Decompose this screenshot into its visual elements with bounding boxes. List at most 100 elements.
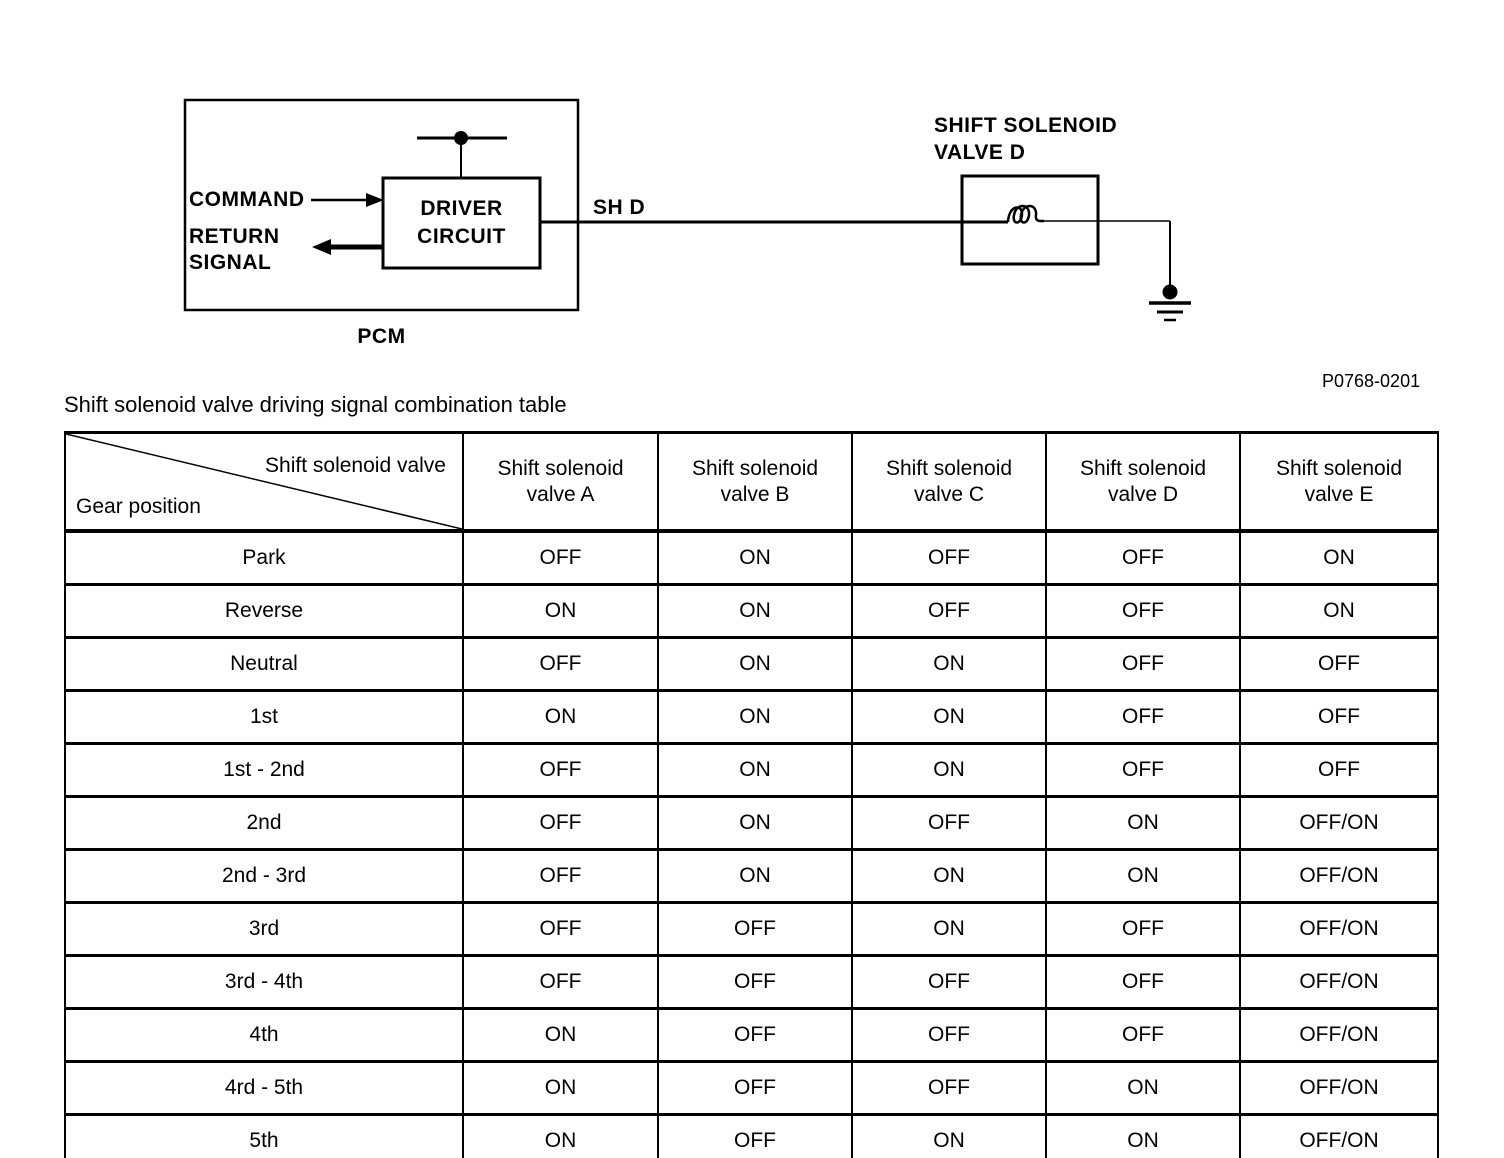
- value-cell: OFF: [1045, 954, 1241, 1010]
- value-cell: ON: [657, 529, 853, 586]
- value-cell: OFF: [851, 583, 1047, 639]
- value-cell: ON: [1239, 583, 1439, 639]
- value-cell: OFF: [1045, 689, 1241, 745]
- value-cell: OFF: [462, 636, 659, 692]
- gear-cell: 2nd: [64, 795, 464, 851]
- value-cell: OFF/ON: [1239, 901, 1439, 957]
- value-cell: ON: [851, 689, 1047, 745]
- value-cell: OFF: [657, 901, 853, 957]
- column-header-line2: valve C: [913, 482, 985, 506]
- gear-cell: 1st: [64, 689, 464, 745]
- gear-cell: Reverse: [64, 583, 464, 639]
- value-cell: OFF: [462, 529, 659, 586]
- combination-table: Shift solenoid valve Gear position Shift…: [64, 431, 1439, 1158]
- inductor-coil-icon: [1006, 204, 1045, 224]
- column-header-line1: Shift solenoid: [885, 456, 1013, 480]
- value-cell: OFF/ON: [1239, 1113, 1439, 1158]
- circuit-svg: [183, 98, 1191, 322]
- value-cell: OFF/ON: [1239, 1060, 1439, 1116]
- value-cell: OFF: [462, 901, 659, 957]
- gear-cell: 3rd - 4th: [64, 954, 464, 1010]
- value-cell: ON: [1045, 1060, 1241, 1116]
- value-cell: OFF: [1239, 742, 1439, 798]
- solenoid-valve-label: SHIFT SOLENOID VALVE D: [934, 112, 1117, 166]
- value-cell: ON: [462, 583, 659, 639]
- gear-cell: 2nd - 3rd: [64, 848, 464, 904]
- column-header-line1: Shift solenoid: [1275, 456, 1403, 480]
- solenoid-box: [960, 174, 1100, 266]
- value-cell: ON: [1045, 795, 1241, 851]
- value-cell: OFF: [657, 1113, 853, 1158]
- return-signal-line1: RETURN: [189, 225, 280, 248]
- column-header-line1: Shift solenoid: [691, 456, 819, 480]
- value-cell: OFF: [1239, 689, 1439, 745]
- gear-cell: 1st - 2nd: [64, 742, 464, 798]
- driver-circuit-line1: DRIVER: [420, 197, 503, 220]
- column-header-line2: valve A: [526, 482, 595, 506]
- gear-cell: 5th: [64, 1113, 464, 1158]
- return-arrowhead-icon: [312, 239, 331, 255]
- value-cell: OFF: [657, 1060, 853, 1116]
- value-cell: OFF: [462, 848, 659, 904]
- value-cell: ON: [657, 636, 853, 692]
- value-cell: ON: [657, 742, 853, 798]
- pcm-label: PCM: [357, 325, 406, 348]
- value-cell: ON: [851, 848, 1047, 904]
- corner-label-bottom-left: Gear position: [76, 495, 201, 518]
- diagonal-line: [68, 435, 457, 528]
- value-cell: ON: [851, 636, 1047, 692]
- value-cell: OFF: [1045, 529, 1241, 586]
- header-row: Shift solenoid valve Gear position Shift…: [64, 431, 1439, 533]
- value-cell: OFF: [1045, 636, 1241, 692]
- value-cell: ON: [462, 1060, 659, 1116]
- return-signal-label: RETURN SIGNAL: [189, 224, 280, 276]
- value-cell: OFF: [851, 954, 1047, 1010]
- value-cell: OFF: [1045, 901, 1241, 957]
- value-cell: ON: [1239, 529, 1439, 586]
- value-cell: ON: [657, 795, 853, 851]
- column-header-line2: valve E: [1304, 482, 1374, 506]
- gear-cell: Neutral: [64, 636, 464, 692]
- value-cell: OFF/ON: [1239, 954, 1439, 1010]
- column-header-line1: Shift solenoid: [1079, 456, 1207, 480]
- value-cell: ON: [462, 1007, 659, 1063]
- value-cell: ON: [657, 848, 853, 904]
- value-cell: ON: [657, 583, 853, 639]
- driver-circuit-line2: CIRCUIT: [417, 225, 506, 248]
- value-cell: OFF: [851, 795, 1047, 851]
- value-cell: ON: [851, 742, 1047, 798]
- shd-wire-label: SH D: [593, 196, 646, 219]
- value-cell: ON: [462, 689, 659, 745]
- table-corner-cell: Shift solenoid valve Gear position: [64, 431, 464, 533]
- value-cell: OFF: [851, 1060, 1047, 1116]
- return-signal-line2: SIGNAL: [189, 251, 272, 274]
- value-cell: ON: [851, 901, 1047, 957]
- value-cell: ON: [1045, 1113, 1241, 1158]
- gear-cell: 4rd - 5th: [64, 1060, 464, 1116]
- value-cell: ON: [851, 1113, 1047, 1158]
- command-arrowhead-icon: [366, 193, 384, 207]
- value-cell: OFF/ON: [1239, 848, 1439, 904]
- junction-dot-icon: [454, 131, 468, 145]
- gear-cell: Park: [64, 529, 464, 586]
- ground-icon: [1149, 284, 1191, 322]
- pcm-box: [183, 98, 580, 312]
- value-cell: OFF: [462, 795, 659, 851]
- value-cell: OFF: [1045, 742, 1241, 798]
- value-cell: ON: [1045, 848, 1241, 904]
